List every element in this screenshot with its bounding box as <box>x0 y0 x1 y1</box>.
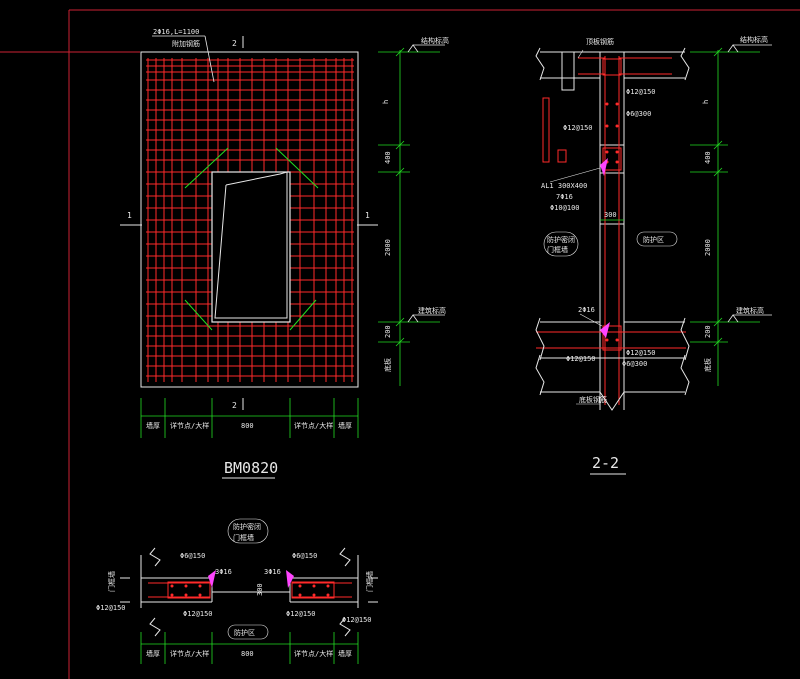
wall-rebar <box>536 56 686 405</box>
hdim-wall-right: 墙厚 <box>338 421 352 430</box>
section-mark-right: 1 <box>365 211 370 220</box>
s22-floor-note: 底板 <box>703 358 712 372</box>
s11-title-2: 门框墙 <box>233 533 254 542</box>
s11-bar-r4: Φ12@150 <box>286 610 316 618</box>
s22-corner-bar: 2Φ16 <box>578 306 595 314</box>
s22-right-note: 防护区 <box>643 235 664 244</box>
s11-hatch-right <box>286 570 294 588</box>
hatch-lintel <box>600 158 608 176</box>
s11-bar-l4: Φ12@150 <box>183 610 213 618</box>
hdim-wall-left: 墙厚 <box>146 421 160 430</box>
s11-wall-outline <box>120 547 378 637</box>
vdim-h: h <box>382 100 390 104</box>
tag-top-level: 结构标高 <box>421 36 449 45</box>
diagonal-bars <box>184 147 319 331</box>
section-2-2: h 400 2000 200 结构标高 建筑标高 底板 顶板钢筋 Φ12@150… <box>535 35 772 475</box>
s11-hdim-side-right: 详节点/大样 <box>294 649 333 658</box>
s11-hdims <box>140 632 359 664</box>
section-1-1: 防护密闭 门框墙 <box>96 518 378 664</box>
tag-floor-level: 建筑标高 <box>418 306 446 315</box>
s11-rebar <box>148 581 352 599</box>
section-mark-top: 2 <box>232 39 237 48</box>
s11-bar-l1: Φ6@150 <box>180 552 205 560</box>
s22-floor-bar-left: Φ12@150 <box>566 355 596 363</box>
elevation-vdims <box>378 47 440 386</box>
top-callout-sub: 附加钢筋 <box>172 39 200 48</box>
s11-wall-l: 门框墙 <box>107 571 116 592</box>
s22-floor-level: 建筑标高 <box>736 306 764 315</box>
s11-thk: 300 <box>256 583 264 596</box>
hdim-side-left: 详节点/大样 <box>170 421 209 430</box>
section22-vdims <box>600 47 760 386</box>
s11-hdim-width: 800 <box>241 650 254 658</box>
tag-floor-note: 底板 <box>383 358 392 372</box>
s11-bar-r3: Φ12@150 <box>342 616 372 624</box>
s22-lintel-stirrup: Φ10@100 <box>550 204 580 212</box>
s22-top-level: 结构标高 <box>740 35 768 44</box>
wall-2-2 <box>599 52 625 410</box>
s11-bottom-note: 防护区 <box>234 628 255 637</box>
s11-bar-l2: 3Φ16 <box>215 568 232 576</box>
vdim-400: 400 <box>384 151 392 164</box>
s22-left-note-1: 防护密闭 <box>547 235 575 244</box>
vdim-200: 200 <box>384 325 392 338</box>
section-mark-bottom: 2 <box>232 401 237 410</box>
section-mark-left: 1 <box>127 211 132 220</box>
door-leaf-outline <box>214 171 288 319</box>
s22-vdim-h: h <box>702 100 710 104</box>
top-callout: 2Φ16,L=1100 <box>153 28 199 36</box>
s22-vdim-2000: 2000 <box>704 239 712 256</box>
hdim-side-right: 详节点/大样 <box>294 421 333 430</box>
s11-bar-r2: 3Φ16 <box>264 568 281 576</box>
s22-left-note-2: 门框墙 <box>547 245 568 254</box>
s11-bar-l3: Φ12@150 <box>96 604 126 612</box>
s22-vdim-400: 400 <box>704 151 712 164</box>
section22-title: 2-2 <box>592 454 619 472</box>
elevation-title: BM0820 <box>224 459 278 477</box>
s22-bar-top: Φ12@150 <box>626 88 656 96</box>
s11-hdim-wall-left: 墙厚 <box>146 649 160 658</box>
s22-floor-bar-right: Φ12@150 <box>626 349 656 357</box>
s22-top-label: 顶板钢筋 <box>586 37 614 46</box>
vdim-2000: 2000 <box>384 239 392 256</box>
elevation-view: 2Φ16,L=1100 附加钢筋 2 2 1 1 h 400 2000 200 <box>120 28 449 479</box>
drawing-frame <box>0 9 800 679</box>
bottom-slab <box>535 317 690 411</box>
s11-title-1: 防护密闭 <box>233 522 261 531</box>
s22-bar-top2: Φ6@300 <box>626 110 651 118</box>
s11-rebar-dots <box>170 584 330 597</box>
wall-rebar-dots <box>605 102 619 342</box>
s11-hdim-side-left: 详节点/大样 <box>170 649 209 658</box>
elevation-hdims <box>140 398 359 438</box>
s22-bar-left: Φ12@150 <box>563 124 593 132</box>
s22-lintel: AL1 300X400 <box>541 182 587 190</box>
s11-hdim-wall-right: 墙厚 <box>338 649 352 658</box>
s22-bottom-label: 底板钢筋 <box>579 395 607 404</box>
elevation-outline <box>140 51 359 388</box>
top-slab <box>535 47 690 91</box>
door-opening <box>211 171 291 323</box>
s22-lintel-bar: 7Φ16 <box>556 193 573 201</box>
s11-bar-r1: Φ6@150 <box>292 552 317 560</box>
s11-wall-r: 门框墙 <box>365 571 374 592</box>
s22-wall-thk: 300 <box>604 211 617 219</box>
s11-hatch-left <box>208 570 216 588</box>
hatch-corner <box>600 322 610 338</box>
hdim-width: 800 <box>241 422 254 430</box>
s22-vdim-200: 200 <box>704 325 712 338</box>
s22-floor-bar-right2: Φ6@300 <box>622 360 647 368</box>
